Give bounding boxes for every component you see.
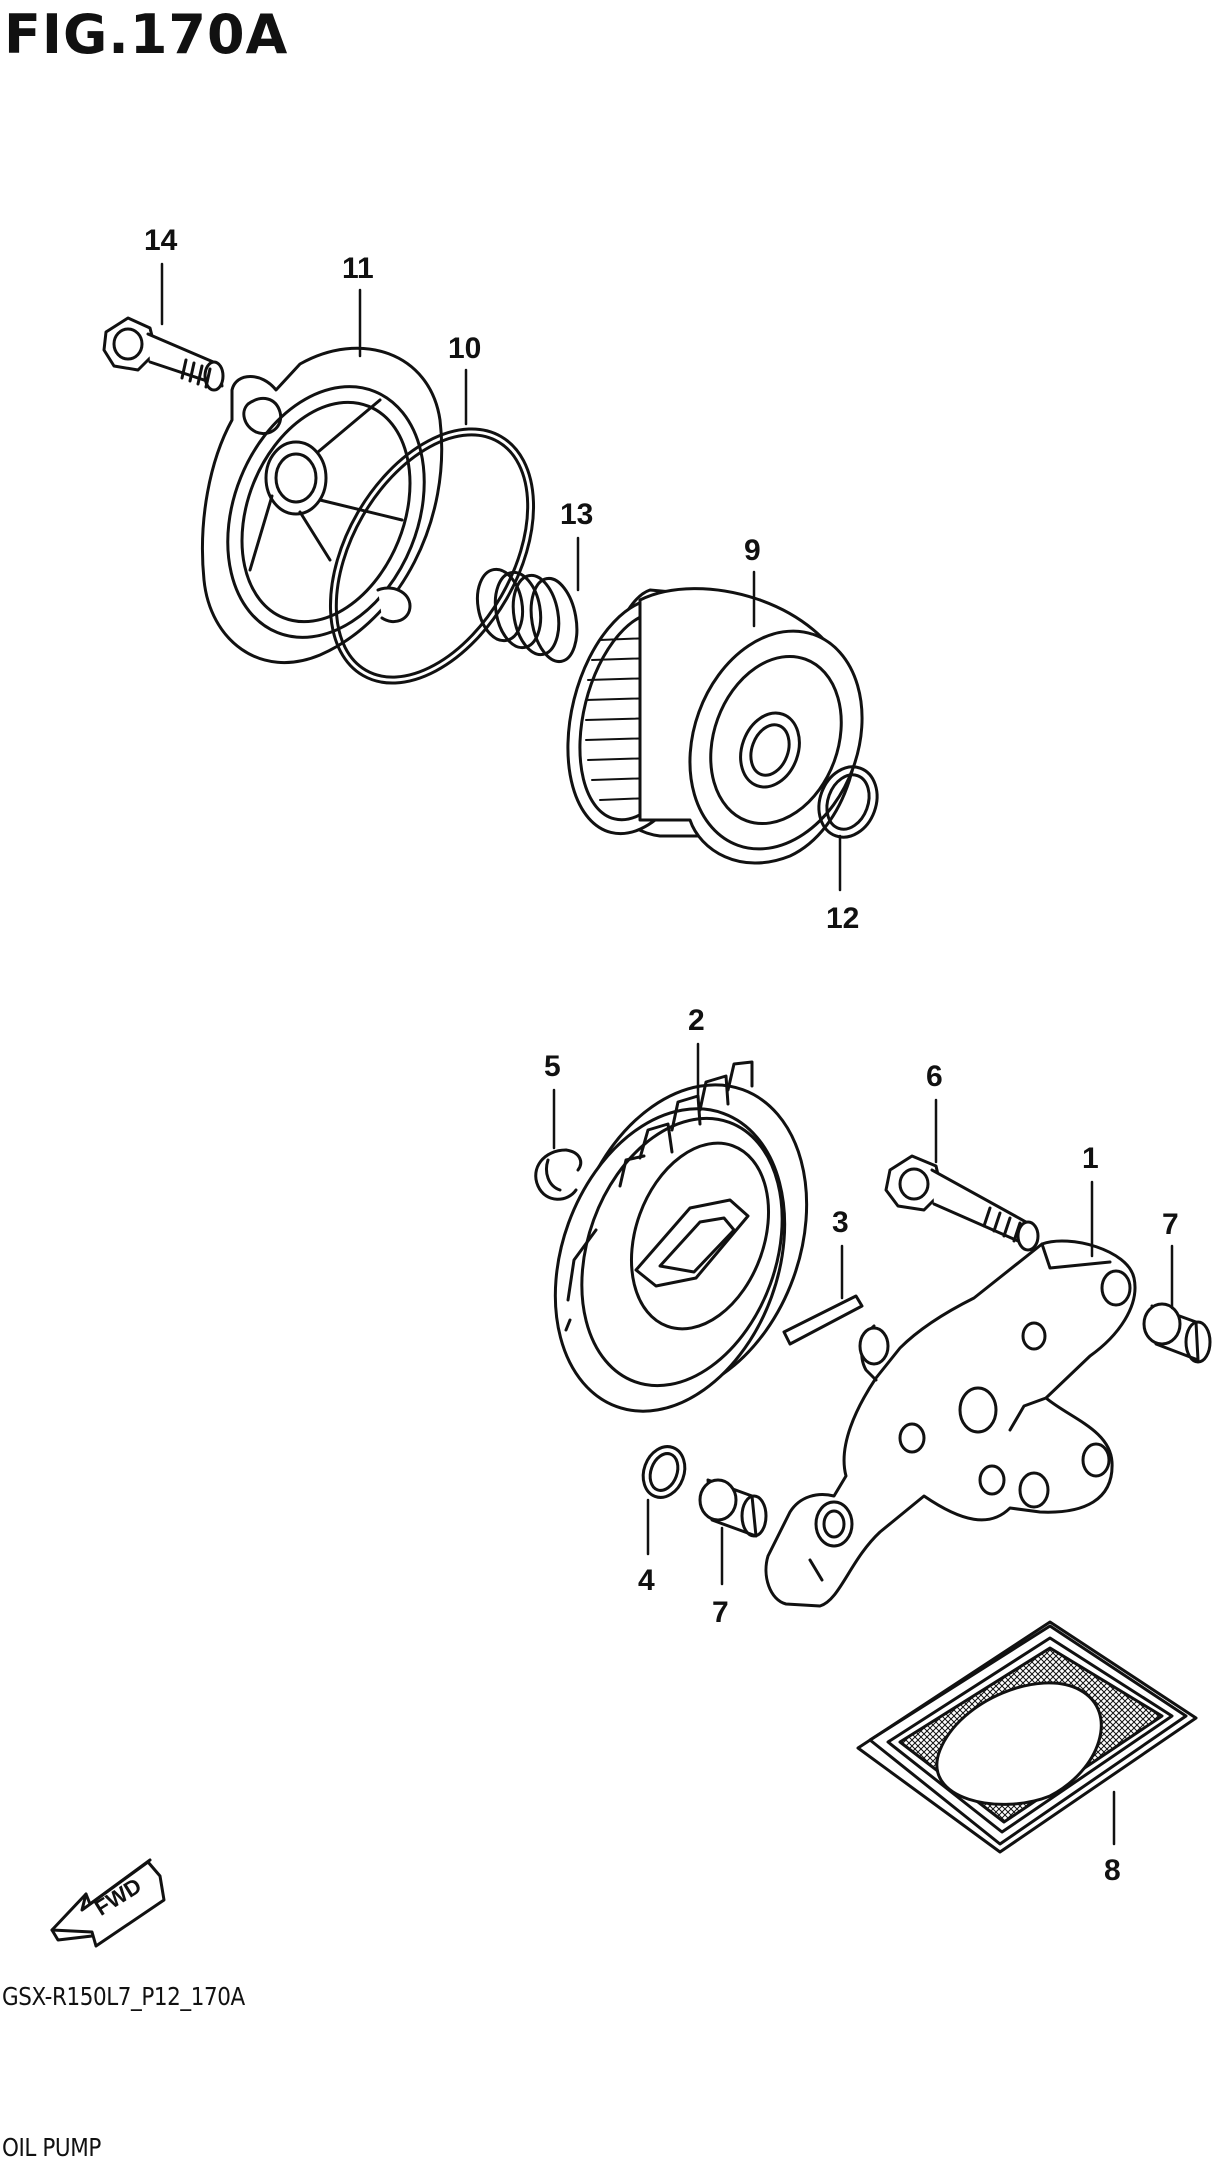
part-8-strainer (856, 1620, 1198, 1854)
callout-5: 5 (544, 1050, 561, 1083)
part-14-bolt (102, 316, 225, 392)
callout-14: 14 (144, 224, 178, 257)
part-13-spring (475, 567, 579, 664)
part-4-o-ring (641, 1445, 687, 1499)
callout-7-left: 7 (712, 1596, 729, 1629)
callout-4: 4 (638, 1564, 655, 1597)
callout-2: 2 (688, 1004, 705, 1037)
part-6-bolt (884, 1154, 1040, 1252)
callout-9: 9 (744, 534, 761, 567)
callout-7-right: 7 (1162, 1208, 1179, 1241)
callout-3: 3 (832, 1206, 849, 1239)
figure-title: FIG.170A (4, 3, 289, 66)
part-3-pin (782, 1294, 864, 1346)
part-10-o-ring (328, 427, 536, 685)
part-9-filter-element (566, 587, 864, 865)
part-2-pump-gear (553, 1060, 809, 1413)
part-7-dowel-right (1142, 1302, 1212, 1364)
callout-12: 12 (826, 902, 859, 935)
callout-8: 8 (1104, 1854, 1121, 1887)
part-12-o-ring (817, 765, 879, 839)
part-11-filter-cover (200, 346, 444, 665)
diagram-name: OIL PUMP (2, 2133, 101, 2162)
callout-labels: 14 11 10 13 9 12 2 5 6 1 3 7 4 7 8 (144, 224, 1179, 1887)
leader-lines (160, 262, 1174, 1846)
part-7-dowel-left (698, 1478, 768, 1538)
diagram-code: GSX-R150L7_P12_170A (2, 1982, 245, 2011)
callout-10: 10 (448, 332, 481, 365)
callout-11: 11 (342, 252, 374, 285)
fwd-arrow-icon: FWD (50, 1858, 166, 1948)
callout-6: 6 (926, 1060, 943, 1093)
callout-13: 13 (560, 498, 593, 531)
callout-1: 1 (1082, 1142, 1099, 1175)
part-1-pump-body (764, 1239, 1137, 1608)
part-5-circlip (534, 1148, 583, 1201)
